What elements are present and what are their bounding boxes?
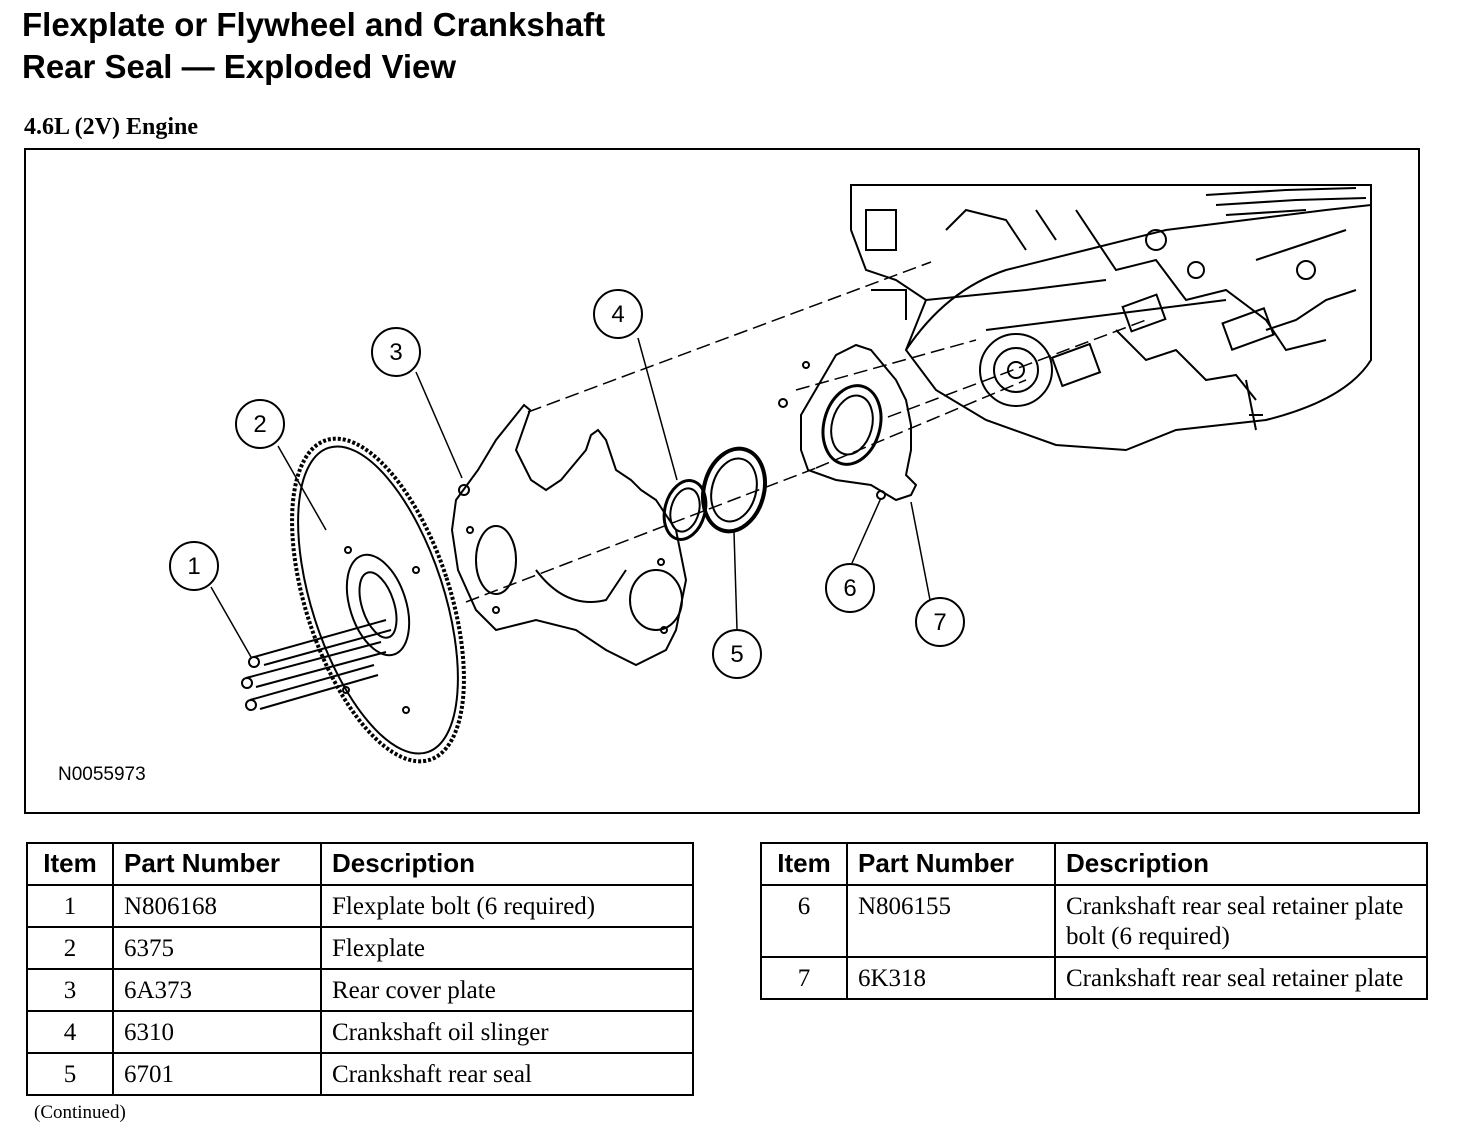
description-cell: Flexplate — [320, 926, 694, 970]
callout-6-label: 6 — [843, 575, 856, 602]
item-cell: 5 — [26, 1052, 114, 1096]
callout-3-label: 3 — [389, 339, 402, 366]
exploded-view-drawing: 1 2 3 4 5 6 7 — [169, 184, 1372, 764]
flexplate — [290, 436, 466, 764]
callout-4-label: 4 — [611, 301, 624, 328]
table-row: 7 6K318 Crankshaft rear seal retainer pl… — [760, 956, 1428, 1000]
item-cell: 7 — [760, 956, 848, 1000]
exploded-view-figure: 1 2 3 4 5 6 7 N0055973 — [24, 148, 1420, 814]
continued-note: (Continued) — [34, 1102, 126, 1123]
part-number-cell: 6A373 — [112, 968, 322, 1012]
description-cell: Crankshaft rear seal — [320, 1052, 694, 1096]
header-description: Description — [1054, 842, 1428, 886]
part-number-cell: 6701 — [112, 1052, 322, 1096]
header-part-number: Part Number — [846, 842, 1056, 886]
item-cell: 2 — [26, 926, 114, 970]
part-number-cell: N806168 — [112, 884, 322, 928]
description-cell: Rear cover plate — [320, 968, 694, 1012]
callout-6: 6 — [825, 563, 875, 613]
description-cell: Crankshaft rear seal retainer plate — [1054, 956, 1428, 1000]
header-description: Description — [320, 842, 694, 886]
rear-cover-plate — [450, 403, 688, 667]
callout-5-label: 5 — [730, 641, 743, 668]
figure-id: N0055973 — [58, 764, 146, 785]
description-cell: Crankshaft rear seal retainer plate bolt… — [1054, 884, 1428, 958]
callout-5: 5 — [712, 629, 762, 679]
description-cell: Flexplate bolt (6 required) — [320, 884, 694, 928]
flexplate-bolts — [241, 619, 392, 711]
part-number-cell: 6310 — [112, 1010, 322, 1054]
title-line-1: Flexplate or Flywheel and Crankshaft — [22, 6, 606, 43]
crankshaft-rear-seal — [701, 446, 767, 534]
header-item: Item — [760, 842, 848, 886]
table-row: 6 N806155 Crankshaft rear seal retainer … — [760, 884, 1428, 958]
part-number-cell: 6K318 — [846, 956, 1056, 1000]
callouts: 1 2 3 4 5 6 7 — [169, 289, 965, 679]
callout-1: 1 — [169, 541, 219, 591]
item-cell: 4 — [26, 1010, 114, 1054]
item-cell: 6 — [760, 884, 848, 958]
callout-1-label: 1 — [187, 553, 200, 580]
seal-retainer-plate — [778, 343, 918, 502]
callout-3: 3 — [371, 327, 421, 377]
table-header-row: Item Part Number Description — [760, 842, 1428, 886]
callout-2: 2 — [235, 399, 285, 449]
parts-table-right: Item Part Number Description 6 N806155 C… — [760, 842, 1428, 1000]
part-number-cell: N806155 — [846, 884, 1056, 958]
table-row: 4 6310 Crankshaft oil slinger — [26, 1010, 694, 1054]
parts-table-left: Item Part Number Description 1 N806168 F… — [26, 842, 694, 1096]
callout-7-label: 7 — [933, 609, 946, 636]
leader-lines — [210, 337, 932, 658]
item-cell: 3 — [26, 968, 114, 1012]
page-title: Flexplate or Flywheel and Crankshaft Rea… — [22, 4, 605, 88]
description-cell: Crankshaft oil slinger — [320, 1010, 694, 1054]
table-row: 2 6375 Flexplate — [26, 926, 694, 970]
header-item: Item — [26, 842, 114, 886]
item-cell: 1 — [26, 884, 114, 928]
alignment-lines — [465, 261, 1147, 603]
callout-7: 7 — [915, 597, 965, 647]
callout-4: 4 — [593, 289, 643, 339]
table-row: 1 N806168 Flexplate bolt (6 required) — [26, 884, 694, 928]
engine-subtitle: 4.6L (2V) Engine — [24, 114, 199, 140]
table-row: 3 6A373 Rear cover plate — [26, 968, 694, 1012]
table-row: 5 6701 Crankshaft rear seal — [26, 1052, 694, 1096]
callout-2-label: 2 — [253, 411, 266, 438]
header-part-number: Part Number — [112, 842, 322, 886]
table-header-row: Item Part Number Description — [26, 842, 694, 886]
engine-block — [850, 184, 1372, 452]
part-number-cell: 6375 — [112, 926, 322, 970]
title-line-2: Rear Seal — Exploded View — [22, 48, 457, 85]
